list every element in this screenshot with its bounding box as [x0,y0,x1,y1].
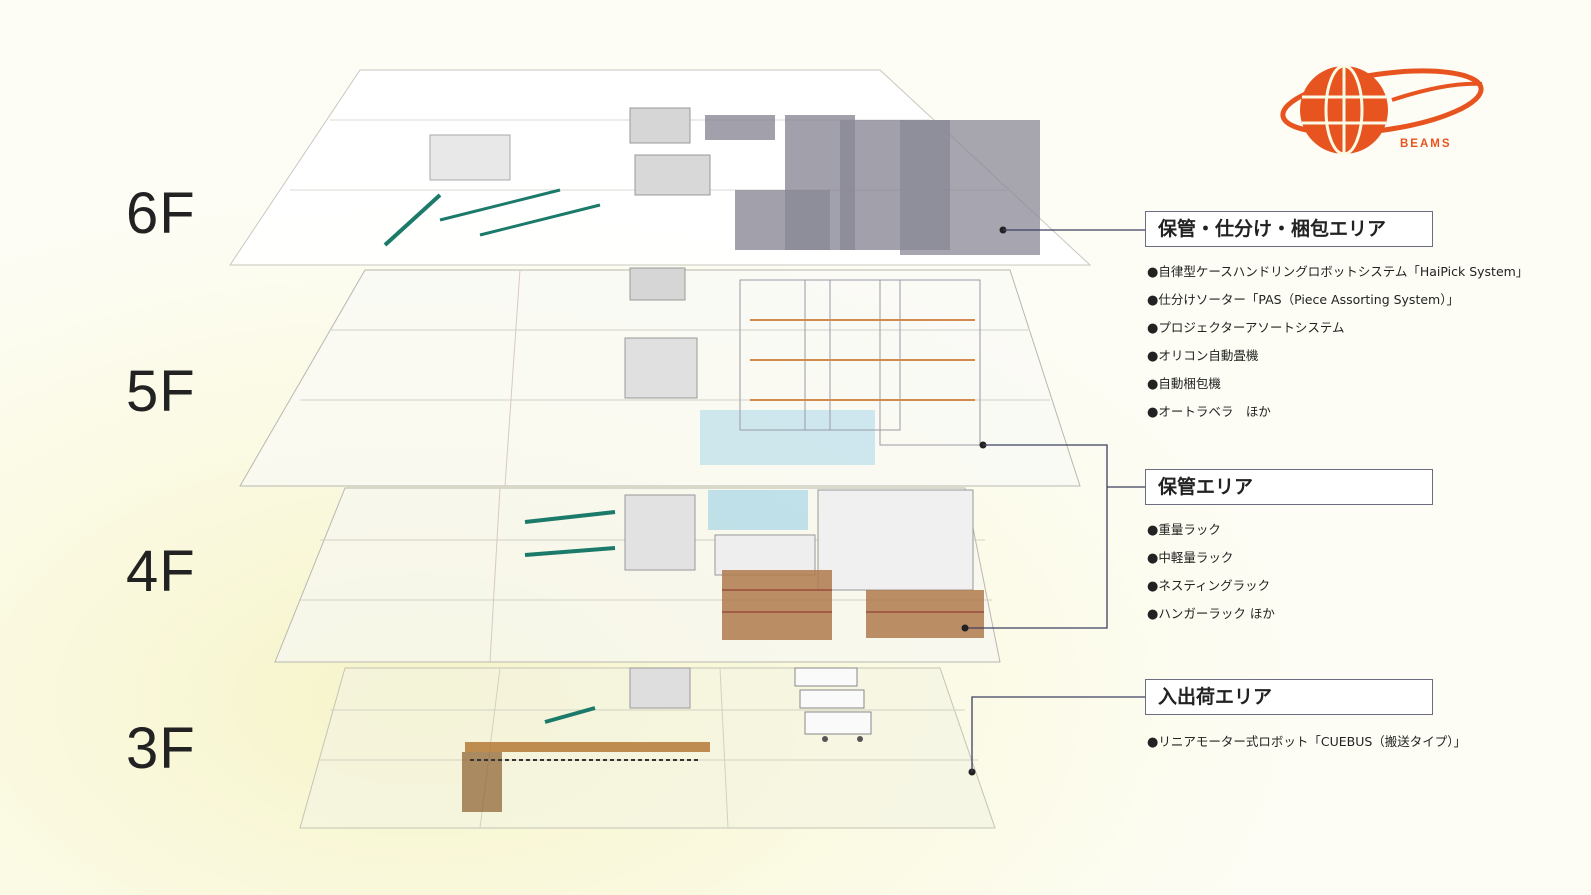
area-title-storage: 保管エリア [1145,469,1433,505]
floor-3f-plate [299,667,996,829]
area-item: リニアモーター式ロボット「CUEBUS（搬送タイプ）」 [1147,728,1466,756]
floor-label-4f: 4F [126,539,196,604]
area-list-shipping-receiving: リニアモーター式ロボット「CUEBUS（搬送タイプ）」 [1147,728,1466,756]
floor-4f-plate [274,487,1001,663]
beams-wordmark: BEAMS [1400,138,1452,150]
haipick-racks [705,115,1040,255]
area-list-storage: 重量ラック 中軽量ラック ネスティングラック ハンガーラック ほか [1147,516,1275,628]
area-item: オリコン自動畳機 [1147,342,1528,370]
rack-rows-4f [714,489,974,591]
area-item: 重量ラック [1147,516,1275,544]
area-title-storage-sorting-packing: 保管・仕分け・梱包エリア [1145,211,1433,247]
area-item: 自動梱包機 [1147,370,1528,398]
area-item: 仕分けソーター「PAS（Piece Assorting System）」 [1147,286,1528,314]
area-item: ネスティングラック [1147,572,1275,600]
area-item: ハンガーラック ほか [1147,600,1274,628]
floor-5f-plate [239,267,1081,487]
floor-label-6f: 6F [126,181,196,246]
floor-6f-plate [229,69,1092,266]
area-item: プロジェクターアソートシステム [1147,314,1528,342]
rack-rows-5f [739,279,981,446]
floor-label-3f: 3F [126,716,196,781]
beams-globe-logo-icon [1280,64,1484,156]
delivery-trucks [794,667,872,742]
area-title-shipping-receiving: 入出荷エリア [1145,679,1433,715]
area-list-storage-sorting-packing: 自律型ケースハンドリングロボットシステム「HaiPick System」 仕分け… [1147,258,1528,426]
leader-lines [961,226,1145,776]
area-item: 中軽量ラック [1147,544,1275,572]
floor-label-5f: 5F [126,359,196,424]
area-item: オートラベラ ほか [1147,398,1528,426]
area-item: 自律型ケースハンドリングロボットシステム「HaiPick System」 [1147,258,1528,286]
